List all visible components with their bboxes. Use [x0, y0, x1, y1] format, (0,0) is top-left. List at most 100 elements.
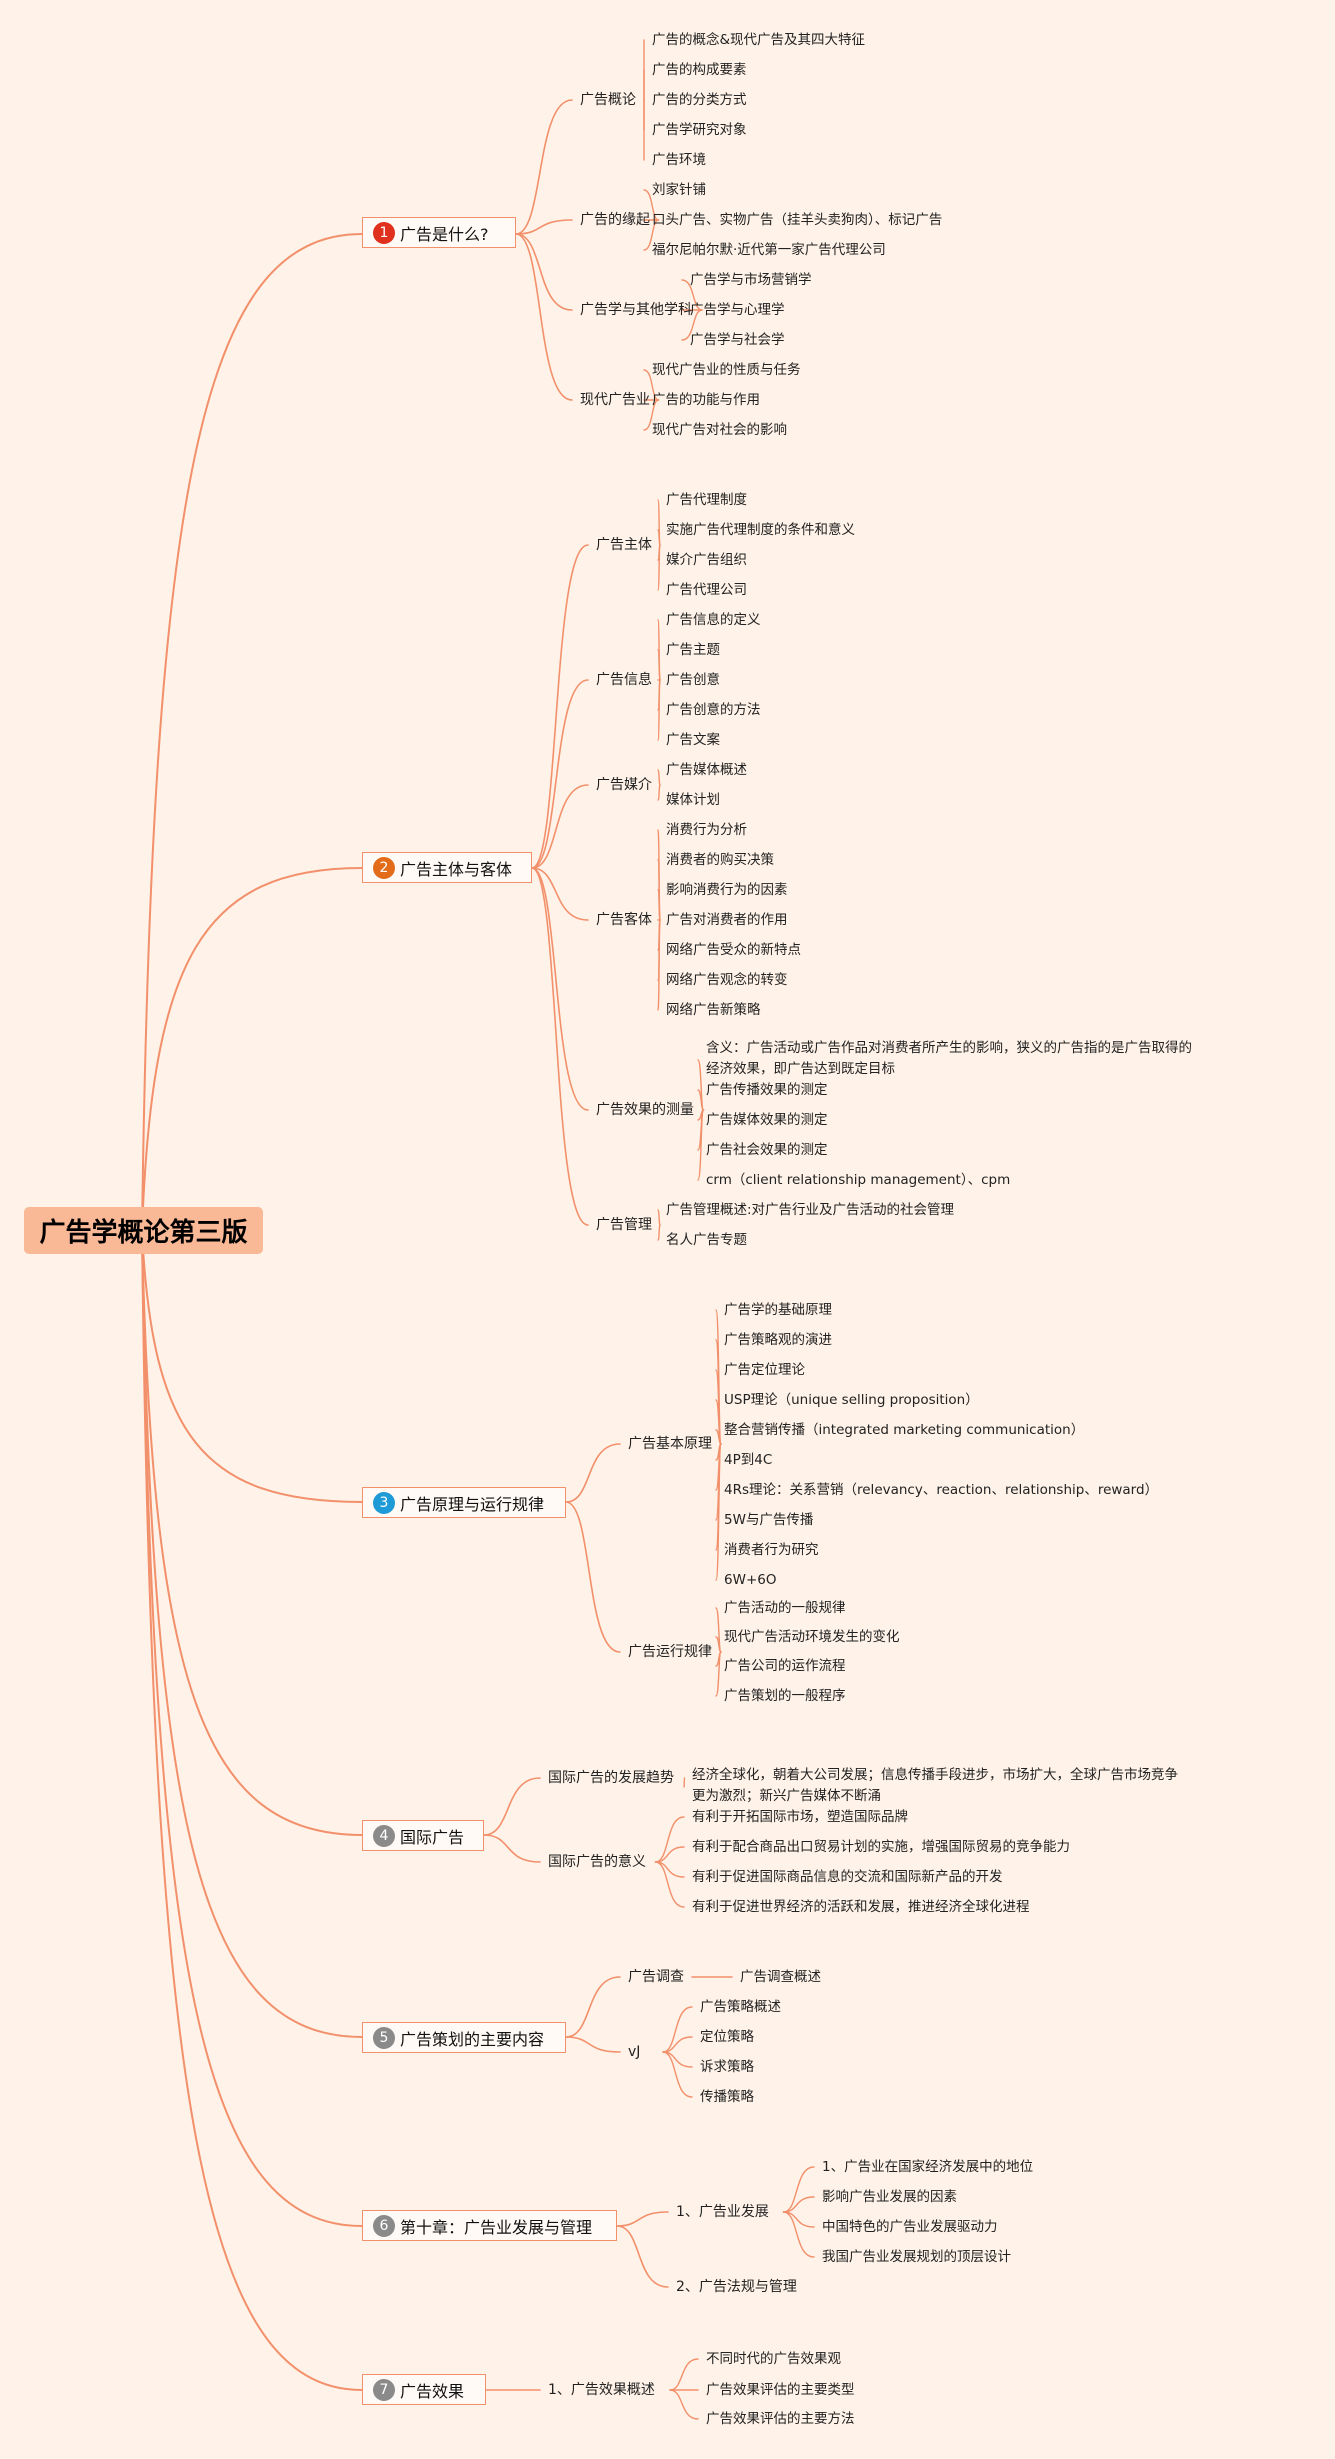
leaf-topic[interactable]: 消费者的购买决策: [666, 852, 774, 868]
leaf-topic[interactable]: 4P到4C: [724, 1452, 773, 1468]
leaf-topic[interactable]: 广告媒体概述: [666, 762, 747, 778]
connector-line: [782, 2211, 815, 2258]
leaf-topic[interactable]: 广告代理制度: [666, 492, 747, 508]
leaf-topic[interactable]: 1、广告业在国家经济发展中的地位: [822, 2159, 1034, 2175]
leaf-topic[interactable]: 4Rs理论：关系营销（relevancy、reaction、relationsh…: [724, 1482, 1159, 1498]
connector-line: [657, 1224, 661, 1241]
leaf-topic[interactable]: 有利于配合商品出口贸易计划的实施，增强国际贸易的竞争能力: [692, 1839, 1070, 1855]
leaf-topic[interactable]: 广告的构成要素: [652, 62, 747, 78]
leaf-topic[interactable]: 福尔尼帕尔默·近代第一家广告代理公司: [652, 242, 886, 258]
leaf-topic[interactable]: 网络广告观念的转变: [666, 972, 788, 988]
leaf-topic[interactable]: 广告策划的一般程序: [724, 1688, 846, 1704]
leaf-topic[interactable]: 广告创意: [666, 672, 720, 688]
leaf-topic[interactable]: 广告的概念&现代广告及其四大特征: [652, 32, 866, 48]
subtopic-label[interactable]: 广告概论: [580, 92, 636, 108]
leaf-topic[interactable]: 口头广告、实物广告（挂羊头卖狗肉）、标记广告: [652, 212, 943, 228]
leaf-topic[interactable]: 广告的分类方式: [652, 92, 747, 108]
subtopic-label[interactable]: 广告效果的测量: [596, 1102, 694, 1118]
leaf-topic[interactable]: 名人广告专题: [666, 1232, 747, 1248]
leaf-topic[interactable]: 经济全球化，朝着大公司发展；信息传播手段进步，市场扩大，全球广告市场竞争更为激烈…: [692, 1767, 1178, 1804]
leaf-topic[interactable]: 现代广告活动环境发生的变化: [724, 1629, 900, 1645]
leaf-topic[interactable]: 广告活动的一般规律: [724, 1600, 846, 1616]
leaf-topic[interactable]: 广告策略概述: [700, 1999, 781, 2015]
leaf-topic[interactable]: 广告传播效果的测定: [706, 1082, 828, 1098]
leaf-topic[interactable]: 实施广告代理制度的条件和意义: [666, 522, 855, 538]
leaf-topic[interactable]: 广告主题: [666, 642, 720, 658]
leaf-topic[interactable]: 广告社会效果的测定: [706, 1142, 828, 1158]
leaf-topic[interactable]: 广告学与社会学: [690, 332, 785, 348]
subtopic-label[interactable]: 广告管理: [596, 1217, 652, 1233]
leaf-topic[interactable]: 网络广告受众的新特点: [666, 942, 801, 958]
leaf-topic[interactable]: 广告媒体效果的测定: [706, 1112, 828, 1128]
leaf-topic[interactable]: 广告文案: [666, 732, 720, 748]
leaf-topic[interactable]: 有利于开拓国际市场，塑造国际品牌: [692, 1809, 908, 1825]
leaf-topic[interactable]: USP理论（unique selling proposition）: [724, 1392, 979, 1408]
subtopic-label[interactable]: 1、广告效果概述: [548, 2382, 655, 2398]
subtopic-label[interactable]: vJ: [628, 2044, 641, 2060]
leaf-topic[interactable]: 现代广告对社会的影响: [652, 422, 787, 438]
subtopic-label[interactable]: 广告调查: [628, 1969, 684, 1985]
leaf-topic[interactable]: 广告对消费者的作用: [666, 912, 788, 928]
subtopic-label[interactable]: 国际广告的发展趋势: [548, 1770, 674, 1786]
leaf-topic[interactable]: 刘家针铺: [652, 182, 706, 198]
leaf-topic[interactable]: 有利于促进世界经济的活跃和发展，推进经济全球化进程: [692, 1899, 1030, 1915]
leaf-topic[interactable]: 广告效果评估的主要类型: [706, 2382, 855, 2398]
leaf-topic[interactable]: 我国广告业发展规划的顶层设计: [822, 2249, 1011, 2265]
leaf-topic[interactable]: 广告学研究对象: [652, 122, 747, 138]
leaf-topic[interactable]: 消费者行为研究: [724, 1542, 819, 1558]
leaf-topic[interactable]: 广告调查概述: [740, 1969, 821, 1985]
leaf-topic[interactable]: 广告公司的运作流程: [724, 1658, 846, 1674]
leaf-topic[interactable]: 网络广告新策略: [666, 1002, 761, 1018]
leaf-topic[interactable]: 广告管理概述:对广告行业及广告活动的社会管理: [666, 1202, 955, 1218]
subtopic-label[interactable]: 广告学与其他学科: [580, 302, 692, 318]
leaf-topic[interactable]: 广告学的基础原理: [724, 1302, 832, 1318]
subtopic-label[interactable]: 国际广告的意义: [548, 1854, 646, 1870]
leaf-topic[interactable]: 有利于促进国际商品信息的交流和国际新产品的开发: [692, 1869, 1003, 1885]
root-topic[interactable]: 广告学概论第三版: [24, 1207, 263, 1254]
leaf-topic[interactable]: 媒介广告组织: [666, 552, 747, 568]
leaf-topic[interactable]: 广告创意的方法: [666, 702, 761, 718]
subtopic-label[interactable]: 广告运行规律: [628, 1644, 712, 1660]
subtopic-label[interactable]: 广告主体: [596, 537, 652, 553]
subtopic-label[interactable]: 广告基本原理: [628, 1436, 712, 1452]
leaf-topic[interactable]: 5W与广告传播: [724, 1512, 814, 1528]
leaf-topic[interactable]: 影响广告业发展的因素: [822, 2189, 957, 2205]
leaf-topic[interactable]: 媒体计划: [666, 792, 720, 808]
leaf-topic[interactable]: 广告策略观的演进: [724, 1332, 832, 1348]
leaf-topic[interactable]: 传播策略: [700, 2089, 754, 2105]
leaf-topic[interactable]: 广告学与市场营销学: [690, 272, 812, 288]
subtopic-label[interactable]: 现代广告业: [580, 392, 650, 408]
subtopic-label[interactable]: 1、广告业发展: [676, 2204, 769, 2220]
connector-line: [657, 889, 661, 921]
leaf-topic[interactable]: 定位策略: [700, 2029, 754, 2045]
leaf-topic[interactable]: crm（client relationship management）、cpm: [706, 1172, 1011, 1188]
leaf-topic[interactable]: 广告信息的定义: [666, 612, 761, 628]
subtopic-label[interactable]: 2、广告法规与管理: [676, 2279, 797, 2295]
subtopic-label[interactable]: 广告客体: [596, 912, 652, 928]
leaf-topic[interactable]: 广告环境: [652, 152, 706, 168]
leaf-topic[interactable]: 中国特色的广告业发展驱动力: [822, 2219, 998, 2235]
leaf-topic[interactable]: 广告定位理论: [724, 1362, 805, 1378]
leaf-topic[interactable]: 现代广告业的性质与任务: [652, 362, 801, 378]
leaf-topic[interactable]: 影响消费行为的因素: [666, 882, 788, 898]
leaf-topic[interactable]: 广告的功能与作用: [652, 392, 760, 408]
leaf-topic[interactable]: 广告学与心理学: [690, 302, 785, 318]
leaf-topic[interactable]: 诉求策略: [700, 2059, 754, 2075]
leaf-topic[interactable]: 含义：广告活动或广告作品对消费者所产生的影响，狭义的广告指的是广告取得的经济效果…: [706, 1040, 1192, 1077]
subtopic-label[interactable]: 广告媒介: [596, 777, 652, 793]
subtopic-label[interactable]: 广告的缘起: [580, 212, 650, 228]
subtopic-label[interactable]: 广告信息: [596, 672, 652, 688]
leaf-topic[interactable]: 整合营销传播（integrated marketing communicatio…: [724, 1422, 1085, 1438]
leaf-topic[interactable]: 消费行为分析: [666, 822, 747, 838]
leaf-topic[interactable]: 6W+6O: [724, 1572, 777, 1588]
leaf-topic[interactable]: 广告代理公司: [666, 582, 747, 598]
leaf-topic[interactable]: 不同时代的广告效果观: [706, 2351, 841, 2367]
leaf-topic[interactable]: 广告效果评估的主要方法: [706, 2411, 855, 2427]
